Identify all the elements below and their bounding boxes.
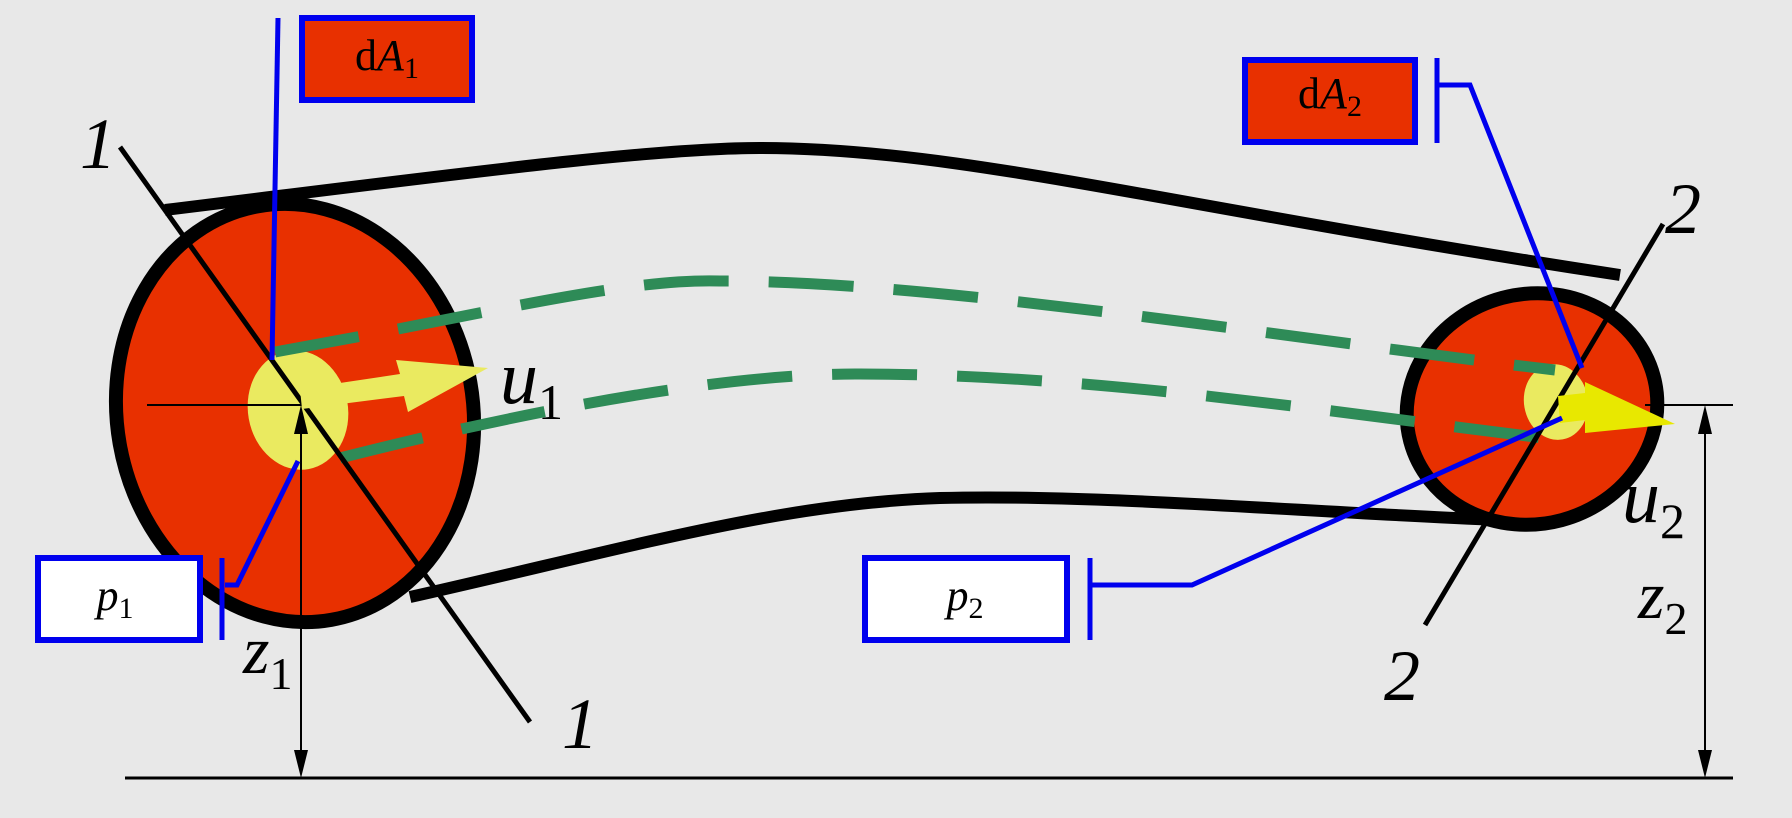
section-2-bottom-label: 2	[1384, 636, 1420, 716]
svg-text:p1: p1	[94, 571, 134, 625]
callout-box-dA2: dA2	[1242, 57, 1418, 145]
u2-letter: u	[1622, 455, 1660, 539]
z2-arrowhead-bottom	[1698, 750, 1712, 778]
callout-box-p1: p1	[35, 555, 203, 643]
p2-sub: 2	[969, 592, 984, 625]
section-1-bottom-label: 1	[562, 684, 598, 764]
streamline-upper	[274, 275, 1556, 376]
svg-text:dA2: dA2	[1298, 69, 1362, 123]
section-2-top-label: 2	[1665, 169, 1701, 249]
callout-box-dA1: dA1	[299, 15, 475, 103]
z2-arrowhead-top	[1698, 405, 1712, 434]
tube-upper-wall	[164, 141, 1621, 281]
callout-p2-leader	[1090, 415, 1564, 588]
dA2-sub: 2	[1347, 90, 1362, 123]
callout-p1-leader	[225, 459, 301, 588]
velocity-u2-label: u2	[1622, 455, 1685, 549]
z2-letter: z	[1637, 557, 1664, 633]
elevation-z2-label: z2	[1637, 557, 1687, 644]
u1-sub: 1	[538, 374, 563, 430]
section-1-top-label: 1	[80, 104, 116, 184]
z1-sub: 1	[269, 648, 292, 699]
z1-letter: z	[242, 612, 269, 688]
p2-letter: p	[944, 571, 969, 620]
u2-sub: 2	[1660, 493, 1685, 549]
callout-dA2-leader	[1437, 82, 1585, 369]
svg-text:dA1: dA1	[355, 31, 419, 85]
velocity-arrow-u2	[1558, 382, 1675, 433]
velocity-arrow-u1	[300, 360, 488, 412]
z2-sub: 2	[1664, 593, 1687, 644]
dA2-prefix: d	[1298, 69, 1320, 118]
dA1-letter: A	[374, 31, 405, 80]
p1-sub: 1	[119, 592, 134, 625]
tube-lower-wall	[408, 491, 1501, 603]
streamline-lower	[338, 368, 1561, 464]
z1-arrowhead-bottom	[294, 750, 308, 778]
dA2-letter: A	[1317, 69, 1348, 118]
svg-text:p2: p2	[944, 571, 984, 625]
callout-dA1-leader	[269, 17, 281, 361]
z1-arrowhead-top	[294, 405, 308, 434]
elevation-z1-label: z1	[242, 612, 292, 699]
dA1-prefix: d	[355, 31, 377, 80]
elemental-area-dA1	[247, 350, 349, 470]
section-line-1	[117, 145, 533, 724]
u1-letter: u	[500, 336, 538, 420]
callout-box-p2: p2	[862, 555, 1070, 643]
velocity-u1-label: u1	[500, 336, 563, 430]
p1-letter: p	[94, 571, 119, 620]
dA1-sub: 1	[404, 52, 419, 85]
